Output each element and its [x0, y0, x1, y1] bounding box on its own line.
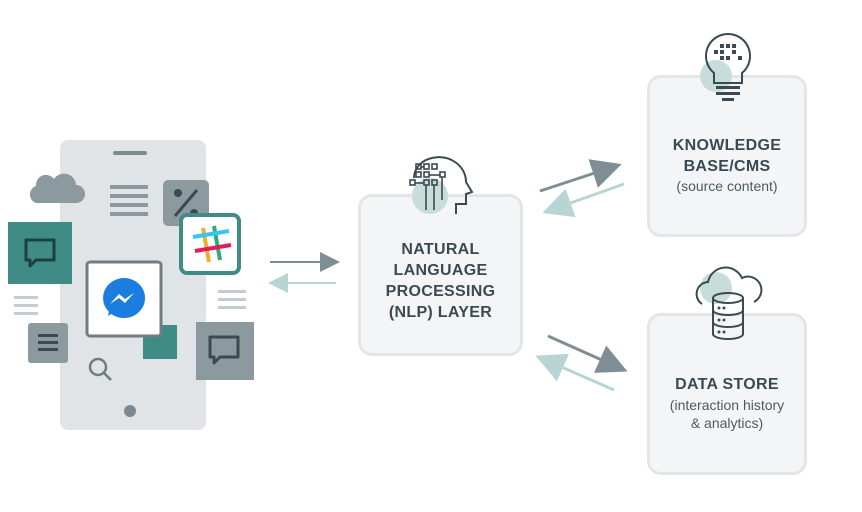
phone-home-button	[124, 405, 136, 417]
arrow-nlp-to-datastore	[547, 334, 628, 373]
arrow-knowledge-to-nlp	[542, 182, 625, 218]
data-store-subtitle: (interaction history & analytics)	[669, 397, 785, 431]
phone-speaker	[113, 151, 147, 155]
cloud-database-icon	[688, 262, 768, 346]
chat-bubble-icon	[8, 222, 72, 284]
document-lines-icon	[218, 290, 246, 309]
arrow-datastore-to-nlp	[535, 353, 615, 392]
data-store-title: DATA STORE	[675, 376, 779, 393]
cloud-icon	[29, 173, 85, 203]
lightbulb-icon	[694, 28, 764, 108]
knowledge-base-subtitle: (source content)	[676, 178, 778, 194]
brain-circuit-icon	[402, 150, 482, 230]
messenger-icon	[85, 260, 163, 338]
arrow-nlp-to-knowledge	[539, 159, 622, 193]
chat-bubble-icon	[196, 322, 254, 380]
phone-illustration	[0, 0, 300, 507]
document-lines-icon	[14, 296, 38, 315]
knowledge-base-title: KNOWLEDGE BASE/CMS	[672, 137, 782, 175]
data-store-box: DATA STORE (interaction history & analyt…	[647, 313, 807, 475]
document-lines-icon	[110, 185, 148, 216]
search-icon	[88, 357, 112, 381]
list-icon	[28, 323, 68, 363]
slack-icon	[179, 213, 241, 275]
nlp-layer-title: NATURAL LANGUAGE PROCESSING (NLP) LAYER	[385, 241, 496, 321]
nlp-layer-box: NATURAL LANGUAGE PROCESSING (NLP) LAYER	[358, 194, 523, 356]
